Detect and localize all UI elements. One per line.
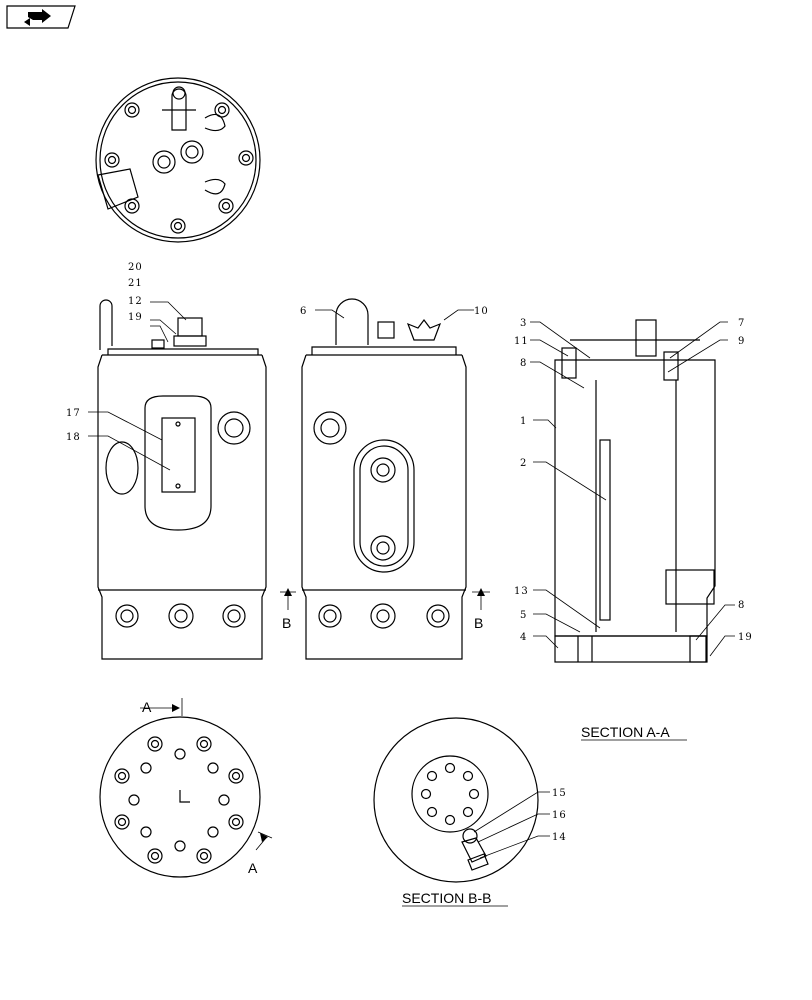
callout-9: 9 xyxy=(738,336,745,347)
front-view xyxy=(97,299,267,660)
callout-numbers: 20 21 12 19 17 18 6 10 3 11 8 1 2 7 9 13… xyxy=(66,262,753,843)
callout-17: 17 xyxy=(66,408,81,419)
back-nav-button[interactable] xyxy=(6,5,76,29)
callout-13: 13 xyxy=(514,586,529,597)
callout-4: 4 xyxy=(520,632,527,643)
section-b-b-view xyxy=(373,717,539,883)
callout-8-bottom: 8 xyxy=(738,600,745,611)
callout-12: 12 xyxy=(128,296,143,307)
top-view xyxy=(95,77,261,243)
callout-7: 7 xyxy=(738,318,745,329)
section-b-b-holes xyxy=(420,762,480,826)
section-marker-b-left: B xyxy=(282,615,291,631)
callout-5: 5 xyxy=(520,610,527,621)
section-markers: A A B B xyxy=(142,615,483,876)
callout-20: 20 xyxy=(128,262,143,273)
callout-14: 14 xyxy=(552,832,567,843)
callout-3: 3 xyxy=(520,318,527,329)
callout-2: 2 xyxy=(520,458,527,469)
callout-19: 19 xyxy=(128,312,143,323)
callout-18: 18 xyxy=(66,432,81,443)
bottom-view xyxy=(99,716,261,878)
section-b-b-title: SECTION B-B xyxy=(402,890,491,906)
callout-19-bottom: 19 xyxy=(738,632,753,643)
arrow-right-icon xyxy=(24,9,51,26)
callout-10: 10 xyxy=(474,306,489,317)
outer-bolts xyxy=(104,102,254,234)
callout-21: 21 xyxy=(128,278,143,289)
section-a-a-title: SECTION A-A xyxy=(581,724,670,740)
section-a-a-view xyxy=(554,319,716,663)
section-marker-a-bottom: A xyxy=(248,860,258,876)
callout-1: 1 xyxy=(520,416,527,427)
callout-16: 16 xyxy=(552,810,567,821)
bottom-bolt-pattern xyxy=(114,736,244,864)
callout-15: 15 xyxy=(552,788,567,799)
leader-lines xyxy=(88,301,735,907)
section-arrows xyxy=(172,588,485,842)
side-view xyxy=(301,298,467,660)
section-marker-a-top: A xyxy=(142,699,152,715)
callout-11: 11 xyxy=(514,336,529,347)
callout-8-top: 8 xyxy=(520,358,527,369)
section-marker-b-right: B xyxy=(474,615,483,631)
callout-6: 6 xyxy=(300,306,307,317)
